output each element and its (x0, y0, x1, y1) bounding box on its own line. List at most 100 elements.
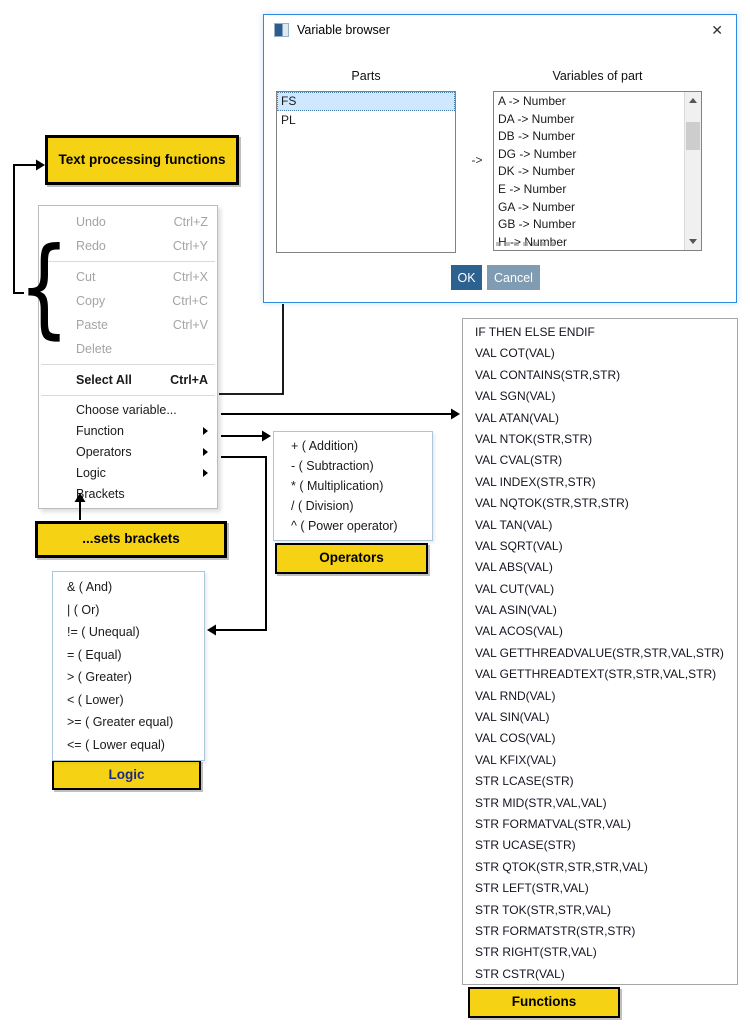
function-item[interactable]: STR RIGHT(STR,VAL) (475, 945, 597, 960)
menu-item-greater[interactable]: > ( Greater) (67, 670, 132, 684)
menu-item-select-all[interactable]: Select All Ctrl+A (76, 373, 208, 387)
function-item[interactable]: IF THEN ELSE ENDIF (475, 325, 595, 339)
clipped-list-item (496, 242, 558, 246)
ok-button[interactable]: OK (451, 265, 482, 290)
function-item[interactable]: VAL ABS(VAL) (475, 560, 553, 575)
list-item[interactable]: GA -> Number (498, 199, 576, 214)
list-item[interactable]: A -> Number (498, 94, 566, 108)
function-item[interactable]: VAL NQTOK(STR,STR,STR) (475, 496, 629, 511)
function-item[interactable]: VAL ATAN(VAL) (475, 410, 560, 425)
function-item[interactable]: VAL INDEX(STR,STR) (475, 474, 596, 489)
shortcut-label: Ctrl+X (172, 270, 208, 284)
menu-item-division[interactable]: / ( Division) (291, 499, 354, 513)
list-item[interactable]: FS (277, 92, 455, 111)
function-item[interactable]: VAL GETTHREADTEXT(STR,STR,VAL,STR) (475, 667, 717, 682)
logic-submenu: & ( And) | ( Or) != ( Unequal) = ( Equal… (52, 571, 205, 761)
function-item[interactable]: STR LEFT(STR,VAL) (475, 881, 589, 896)
function-item[interactable]: VAL COS(VAL) (475, 731, 556, 746)
operators-submenu: + ( Addition) - ( Subtraction) * ( Multi… (273, 431, 433, 541)
function-item[interactable]: VAL SGN(VAL) (475, 389, 556, 404)
scrollbar-thumb[interactable] (686, 122, 700, 150)
menu-item-operators[interactable]: Operators (39, 441, 217, 462)
function-item[interactable]: STR FORMATSTR(STR,STR) (475, 923, 636, 938)
shortcut-label: Ctrl+C (172, 294, 208, 308)
menu-item-multiplication[interactable]: * ( Multiplication) (291, 479, 384, 493)
function-item[interactable]: VAL GETTHREADVALUE(STR,STR,VAL,STR) (475, 645, 724, 660)
menu-item-paste: Paste Ctrl+V (76, 318, 208, 332)
function-item[interactable]: VAL ASIN(VAL) (475, 603, 557, 618)
variables-listbox[interactable]: A -> Number DA -> Number DB -> Number DG… (493, 91, 702, 251)
list-item[interactable]: DK -> Number (498, 164, 576, 179)
scroll-down-icon[interactable] (685, 233, 701, 250)
menu-item-brackets[interactable]: Brackets (76, 486, 125, 501)
list-item[interactable]: E -> Number (498, 181, 567, 196)
submenu-arrow-icon (203, 447, 208, 456)
list-item[interactable]: DG -> Number (498, 146, 577, 161)
function-item[interactable]: VAL CUT(VAL) (475, 581, 555, 596)
callout-logic: Logic (52, 760, 201, 790)
function-item[interactable]: STR TOK(STR,STR,VAL) (475, 902, 612, 917)
function-item[interactable]: VAL NTOK(STR,STR) (475, 431, 593, 446)
scrollbar[interactable] (684, 92, 701, 250)
app-icon (274, 23, 289, 37)
menu-item-or[interactable]: | ( Or) (67, 602, 100, 617)
function-item[interactable]: VAL CVAL(STR) (475, 453, 563, 468)
function-item[interactable]: STR LCASE(STR) (475, 774, 574, 789)
connector-choose-variable-to-dialog (219, 304, 284, 395)
menu-item-logic[interactable]: Logic (39, 462, 217, 483)
function-item[interactable]: STR UCASE(STR) (475, 838, 576, 853)
dialog-title: Variable browser (297, 23, 390, 37)
function-item[interactable]: STR CSTR(VAL) (475, 966, 565, 981)
function-item[interactable]: VAL KFIX(VAL) (475, 752, 557, 767)
list-item[interactable]: DB -> Number (498, 129, 576, 144)
parts-to-variables-arrow: -> (471, 153, 483, 167)
menu-separator (41, 395, 215, 396)
close-icon[interactable]: ✕ (711, 22, 723, 38)
function-item[interactable]: VAL ACOS(VAL) (475, 624, 563, 639)
menu-item-power[interactable]: ^ ( Power operator) (291, 519, 398, 533)
parts-listbox[interactable]: FS PL (276, 91, 456, 253)
menu-item-undo: Undo Ctrl+Z (76, 215, 208, 229)
context-menu: Undo Ctrl+Z Redo Ctrl+Y Cut Ctrl+X Copy … (38, 205, 218, 509)
menu-item-greater-equal[interactable]: >= ( Greater equal) (67, 715, 174, 729)
cancel-button[interactable]: Cancel (487, 265, 540, 290)
menu-item-function[interactable]: Function (39, 420, 217, 441)
functions-list: IF THEN ELSE ENDIF VAL COT(VAL) VAL CONT… (462, 318, 738, 985)
shortcut-label: Ctrl+Z (173, 215, 208, 229)
function-item[interactable]: VAL SIN(VAL) (475, 710, 550, 725)
submenu-arrow-icon (203, 426, 208, 435)
menu-item-lower-equal[interactable]: <= ( Lower equal) (67, 737, 165, 752)
function-item[interactable]: STR QTOK(STR,STR,STR,VAL) (475, 859, 648, 874)
parts-header: Parts (351, 69, 381, 83)
function-item[interactable]: VAL RND(VAL) (475, 688, 556, 703)
menu-item-subtraction[interactable]: - ( Subtraction) (291, 459, 374, 473)
menu-item-addition[interactable]: + ( Addition) (291, 439, 359, 453)
menu-item-copy: Copy Ctrl+C (76, 294, 208, 308)
shortcut-label: Ctrl+A (170, 373, 208, 387)
arrow-function-to-functions-list (221, 408, 460, 420)
menu-item-lower[interactable]: < ( Lower) (67, 692, 124, 707)
function-item[interactable]: VAL TAN(VAL) (475, 517, 553, 532)
callout-functions: Functions (468, 987, 620, 1018)
function-item[interactable]: VAL SQRT(VAL) (475, 538, 563, 553)
callout-operators: Operators (275, 543, 428, 574)
function-item[interactable]: VAL COT(VAL) (475, 346, 555, 361)
function-item[interactable]: STR FORMATVAL(STR,VAL) (475, 816, 632, 831)
menu-separator (41, 364, 215, 365)
menu-item-unequal[interactable]: != ( Unequal) (67, 625, 140, 639)
function-item[interactable]: STR MID(STR,VAL,VAL) (475, 795, 607, 810)
function-item[interactable]: VAL CONTAINS(STR,STR) (475, 367, 621, 382)
callout-text-processing-functions: Text processing functions (45, 135, 239, 185)
menu-item-delete: Delete (76, 342, 113, 356)
scroll-up-icon[interactable] (685, 92, 701, 109)
list-item[interactable]: PL (281, 113, 296, 127)
menu-item-redo: Redo Ctrl+Y (76, 239, 208, 253)
menu-item-choose-variable[interactable]: Choose variable... (76, 402, 177, 417)
menu-item-and[interactable]: & ( And) (67, 580, 113, 594)
menu-item-equal[interactable]: = ( Equal) (67, 647, 122, 662)
list-item[interactable]: GB -> Number (498, 217, 576, 232)
list-item[interactable]: DA -> Number (498, 111, 575, 126)
variable-browser-dialog: Variable browser ✕ Parts Variables of pa… (263, 14, 737, 303)
dialog-titlebar[interactable]: Variable browser (264, 15, 736, 45)
